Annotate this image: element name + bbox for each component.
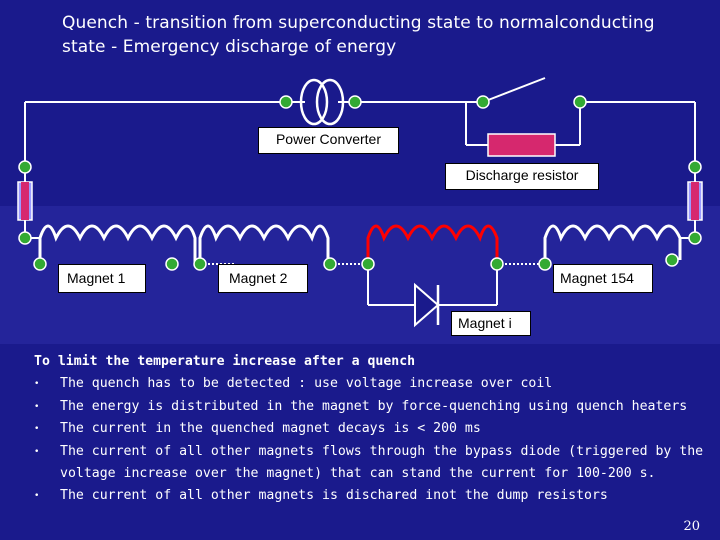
bullet-item: • The current in the quenched magnet deca… <box>34 418 704 440</box>
coil-magnet-154 <box>543 224 682 264</box>
coil-magnet-i <box>366 224 499 264</box>
magnet-154-label: Magnet 154 <box>553 264 653 293</box>
bullet-item: • The quench has to be detected : use vol… <box>34 373 704 395</box>
bullet-dot-icon: • <box>34 424 40 435</box>
bullet-text: The energy is distributed in the magnet … <box>60 398 688 414</box>
power-converter-symbol <box>286 78 355 126</box>
bullet-list: • The quench has to be detected : use vol… <box>34 373 704 507</box>
coils <box>38 224 682 264</box>
circuit-nodes <box>18 95 702 271</box>
right-resistor-core <box>691 182 699 220</box>
coil-magnet-1 <box>38 224 197 264</box>
power-converter-label: Power Converter <box>258 127 399 154</box>
bullet-dot-icon: • <box>34 446 40 457</box>
bullet-text: The current of all other magnets is disc… <box>60 488 608 504</box>
magnet-2-label: Magnet 2 <box>218 264 308 293</box>
bullet-dot-icon: • <box>34 379 40 390</box>
bullet-item: • The current of all other magnets is dis… <box>34 485 704 507</box>
bullet-section: To limit the temperature increase after … <box>34 351 704 508</box>
bypass-diode <box>414 282 440 328</box>
discharge-resistor-label: Discharge resistor <box>445 163 599 190</box>
circuit-wires <box>24 77 696 306</box>
coil-magnet-2 <box>198 224 330 264</box>
bullet-dot-icon: • <box>34 401 40 412</box>
bullet-item: • The energy is distributed in the magnet… <box>34 396 704 418</box>
bullet-text: The quench has to be detected : use volt… <box>60 376 553 392</box>
bullet-text: The current of all other magnets flows t… <box>60 443 704 482</box>
bullet-lead: To limit the temperature increase after … <box>34 354 416 369</box>
left-resistor-core <box>21 182 29 220</box>
discharge-resistor-body <box>487 133 556 157</box>
slide-title: Quench - transition from superconducting… <box>62 13 655 57</box>
magnet-i-label: Magnet i <box>451 311 531 336</box>
bullet-text: The current in the quenched magnet decay… <box>60 421 481 437</box>
bullet-item: • The current of all other magnets flows … <box>34 441 704 486</box>
magnet-1-label: Magnet 1 <box>58 264 146 293</box>
page-number: 20 <box>683 519 700 534</box>
bullet-dot-icon: • <box>34 491 40 502</box>
